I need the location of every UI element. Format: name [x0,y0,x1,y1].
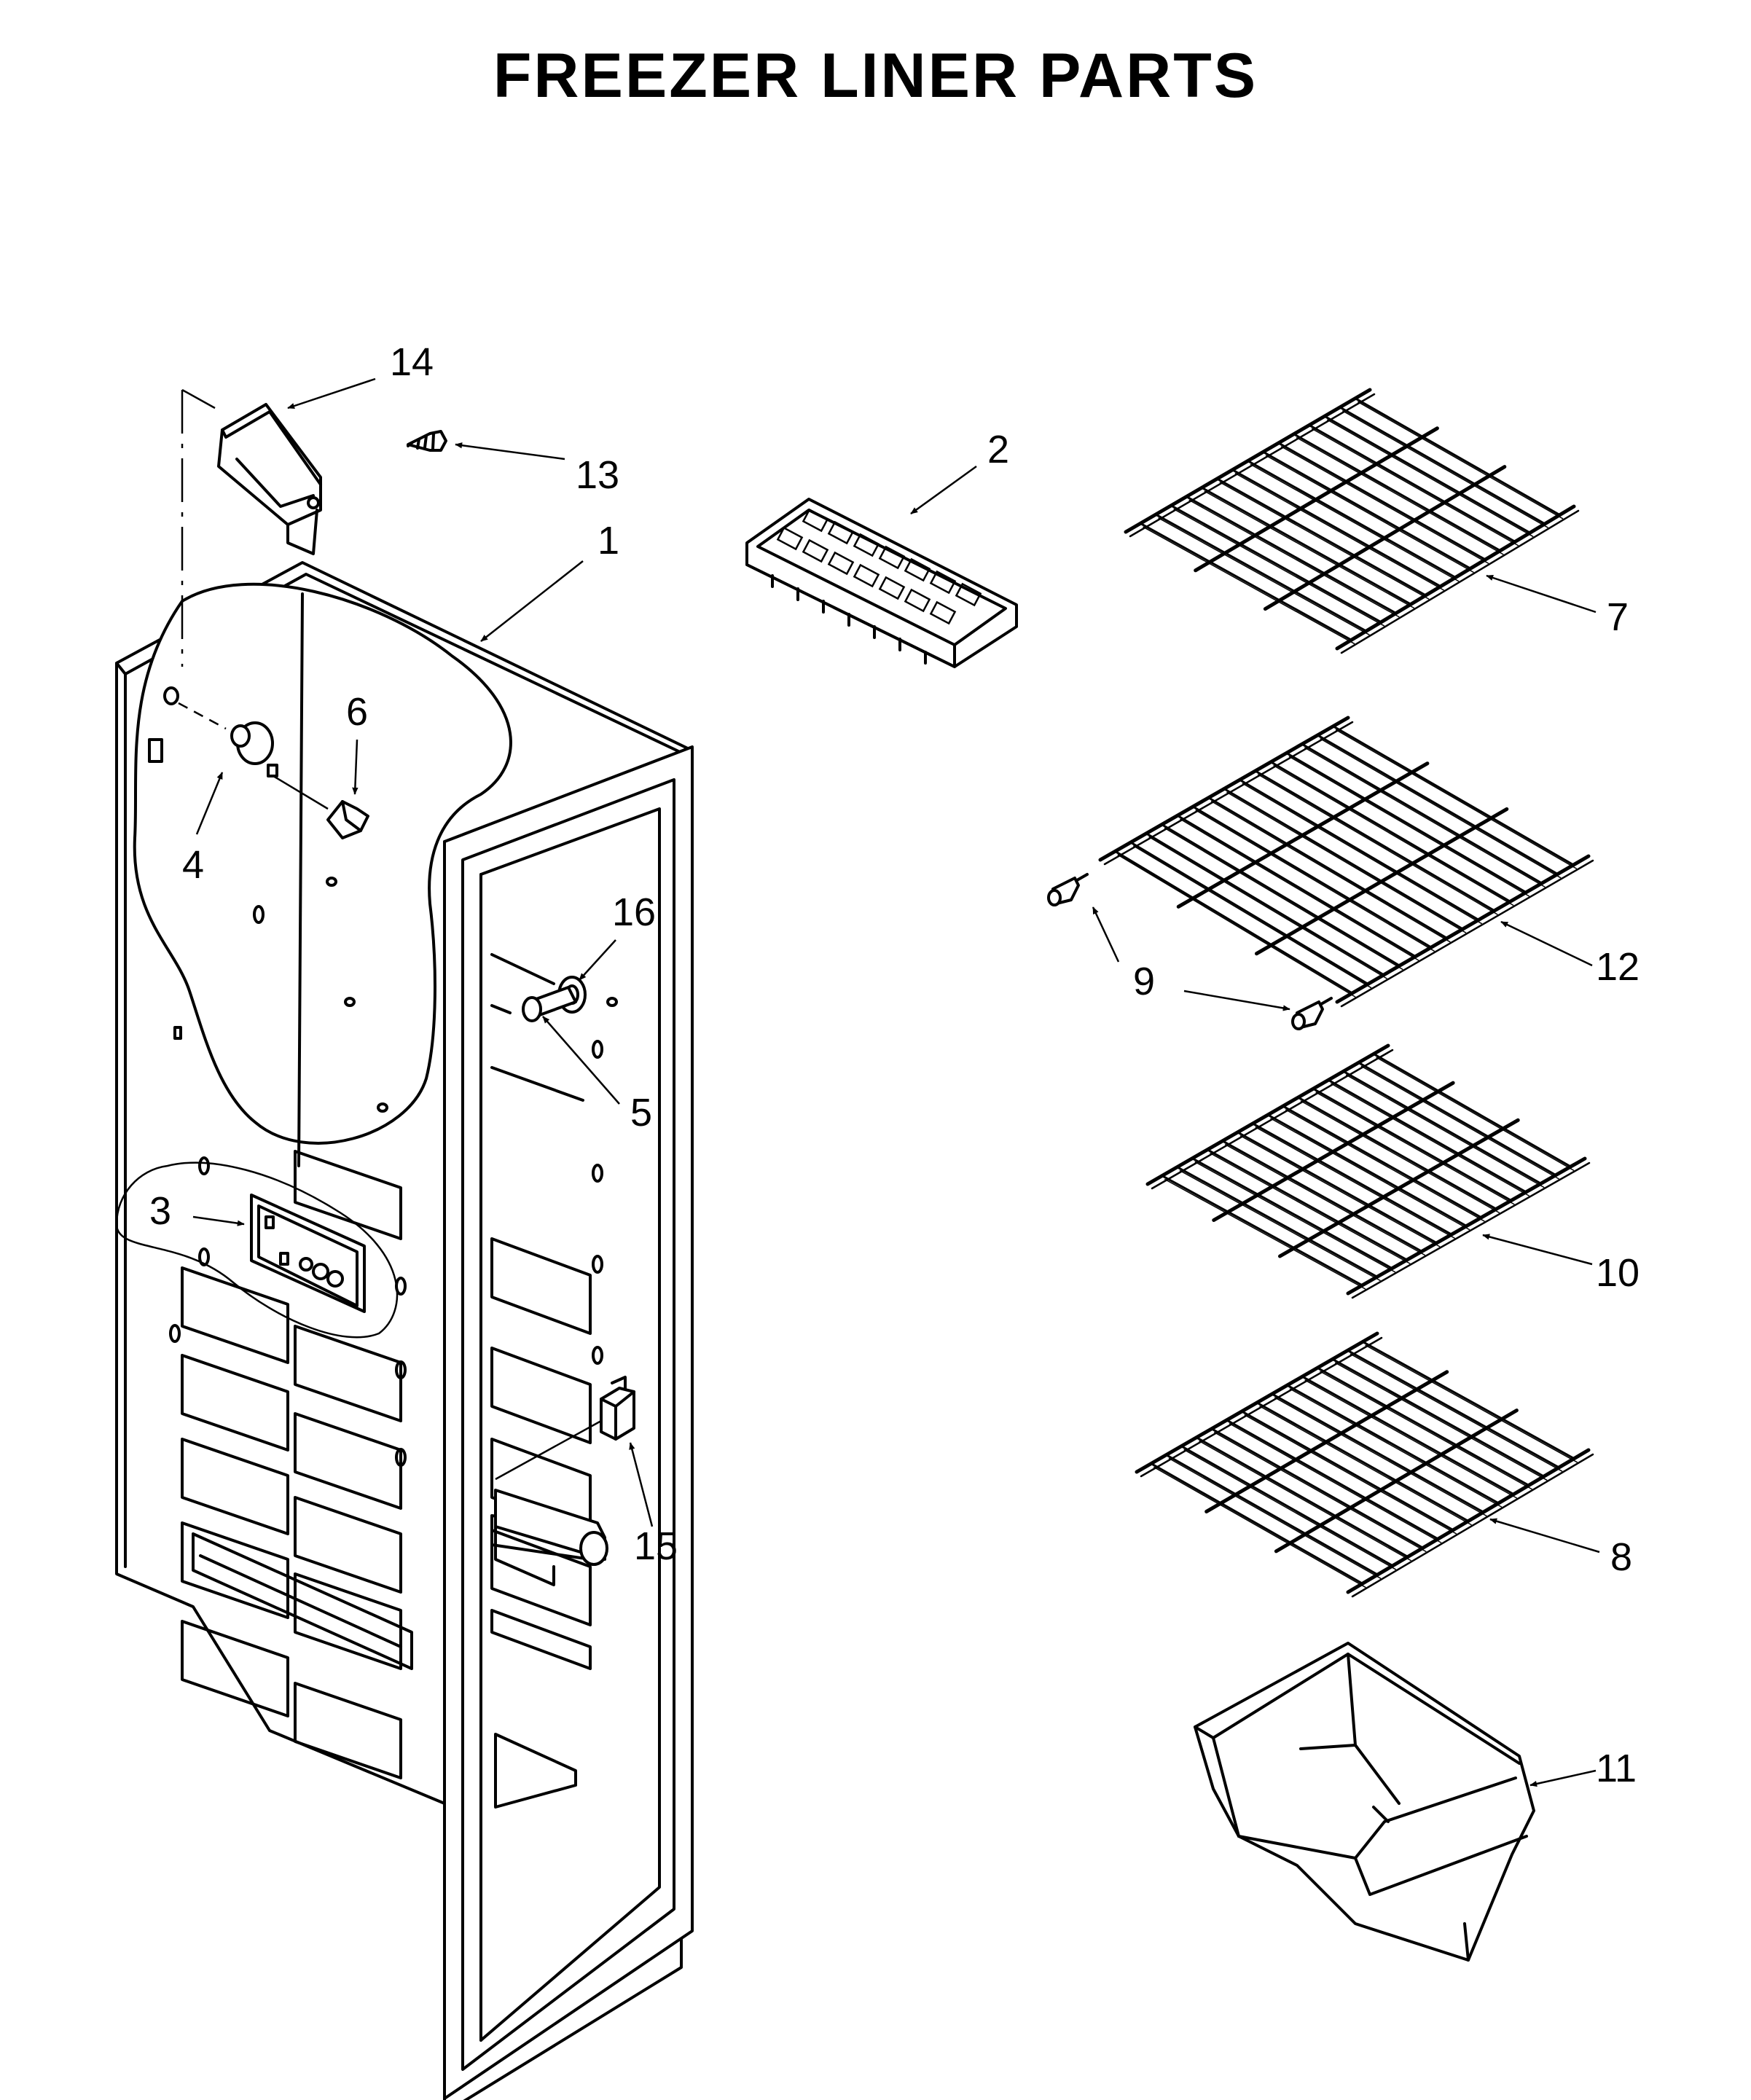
callout-6: 6 [346,690,368,734]
callout-labels: 1 2 3 4 5 6 7 8 9 10 11 12 13 14 15 16 [149,340,1640,1790]
callout-7: 7 [1607,595,1629,639]
part-8-wire-shelf [1135,1331,1594,1598]
part-14-bracket [217,403,322,555]
crisper-rail [494,1489,608,1586]
part-6-clip [267,764,369,839]
part-5-pin [522,986,577,1022]
callout-8: 8 [1610,1535,1632,1579]
part-2-ice-tray [745,498,1018,668]
freezer-liner [115,561,694,2100]
part-12-wire-shelf [1098,716,1594,1008]
part-15-connector [495,1376,635,1481]
callout-5: 5 [630,1091,652,1135]
callout-2: 2 [987,428,1009,471]
part-9-shelf-support-left [1047,873,1089,906]
leader-lines [192,377,1600,1787]
callout-14: 14 [390,340,434,384]
callout-11: 11 [1596,1747,1637,1790]
part-13-screw [407,430,447,452]
liner-holes [163,686,603,1467]
callout-16: 16 [612,890,656,934]
callout-1: 1 [598,519,619,563]
callout-12: 12 [1596,945,1640,989]
wire-shelves [1098,388,1594,1598]
back-wall-slots [181,1150,413,1779]
part-4-plug [178,702,274,765]
part-10-wire-shelf [1145,1043,1591,1299]
callout-4: 4 [182,843,204,887]
callout-13: 13 [576,453,619,497]
callout-3: 3 [149,1189,171,1233]
callout-15: 15 [634,1524,678,1568]
diagram-title: FREEZER LINER PARTS [493,41,1258,111]
part-7-wire-shelf [1124,388,1580,654]
callout-9: 9 [1133,960,1155,1003]
callout-10: 10 [1596,1251,1640,1295]
part-11-bin [1194,1642,1535,1962]
part-9-shelf-support-right [1291,997,1333,1030]
part-3-control-panel [115,1161,399,1339]
